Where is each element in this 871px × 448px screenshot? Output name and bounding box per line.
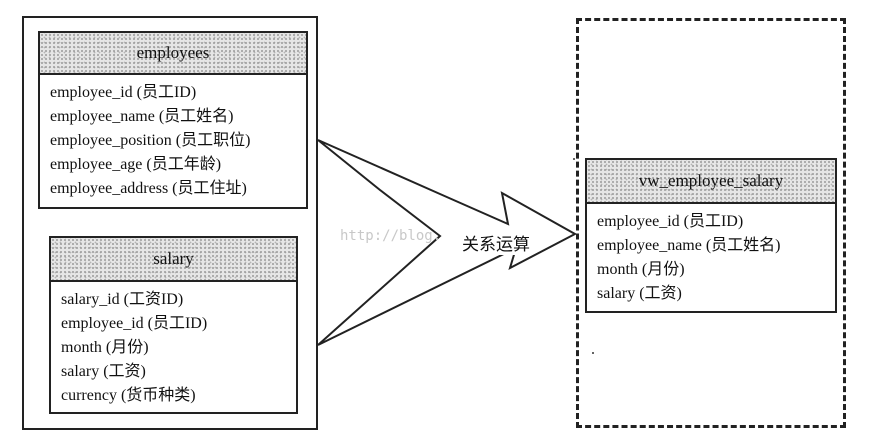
salary-field: currency (货币种类): [61, 387, 196, 404]
stray-dot: [573, 158, 575, 160]
operation-label: 关系运算: [460, 230, 532, 255]
employees-field: employee_position (员工职位): [50, 132, 251, 149]
watermark-text: http://blog.: [340, 228, 442, 244]
source-tables-container: [22, 16, 318, 430]
salary-table: salary salary_id (工资ID) employee_id (员工I…: [49, 236, 298, 414]
employees-table: employees employee_id (员工ID) employee_na…: [38, 31, 308, 209]
employees-field: employee_name (员工姓名): [50, 108, 234, 125]
view-field: month (月份): [597, 261, 685, 278]
salary-field: salary (工资): [61, 363, 146, 380]
stray-dot: [592, 352, 594, 354]
view-table-title: vw_employee_salary: [587, 160, 835, 204]
view-field: employee_name (员工姓名): [597, 237, 781, 254]
employees-field: employee_id (员工ID): [50, 84, 197, 101]
arrow-shape: [317, 139, 578, 346]
employees-table-title: employees: [40, 33, 306, 75]
employees-field: employee_age (员工年龄): [50, 156, 222, 173]
salary-field: salary_id (工资ID): [61, 291, 184, 308]
view-field: employee_id (员工ID): [597, 213, 744, 230]
view-table: vw_employee_salary employee_id (员工ID) em…: [585, 158, 837, 313]
salary-field: employee_id (员工ID): [61, 315, 208, 332]
salary-table-title: salary: [51, 238, 296, 282]
salary-field: month (月份): [61, 339, 149, 356]
employees-field: employee_address (员工住址): [50, 180, 247, 197]
view-field: salary (工资): [597, 285, 682, 302]
view-container-dashed: [576, 18, 846, 428]
